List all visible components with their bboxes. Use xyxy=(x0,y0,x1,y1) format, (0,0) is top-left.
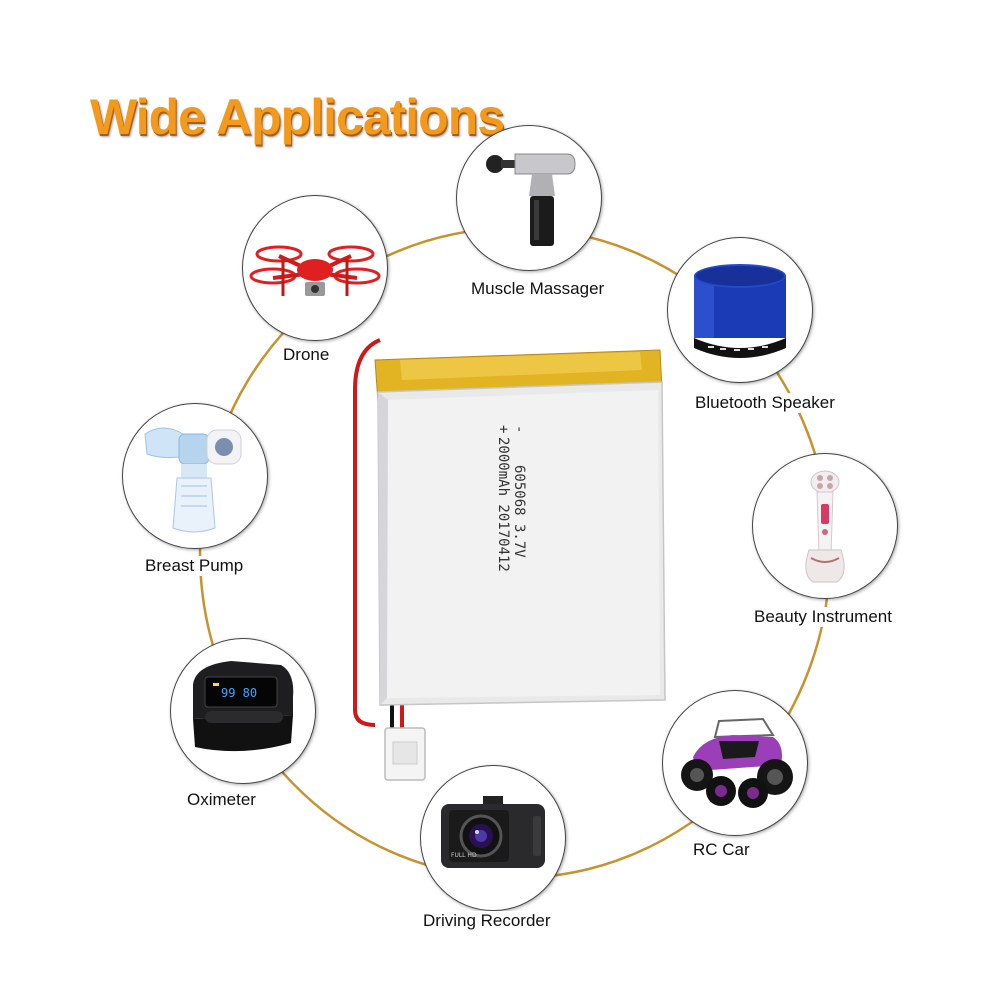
drone-label: Drone xyxy=(280,345,333,365)
rc-car-icon xyxy=(681,717,793,808)
beauty-instrument-label: Beauty Instrument xyxy=(751,607,895,627)
drone-circle xyxy=(242,195,388,341)
speaker-icon xyxy=(694,264,786,358)
lipo-battery: - 605068 3.7V + 2000mAh 20170412 xyxy=(353,338,666,781)
rc-car-circle xyxy=(662,690,808,836)
muscle-massager-circle xyxy=(456,125,602,271)
drone-icon xyxy=(249,245,381,296)
battery-model-text: 605068 3.7V xyxy=(511,465,527,558)
oximeter-label: Oximeter xyxy=(184,790,259,810)
dashcam-icon: FULL HD xyxy=(441,796,545,868)
battery-capacity-text: 2000mAh 20170412 xyxy=(495,437,511,572)
beauty-device-icon xyxy=(805,470,845,583)
bluetooth-speaker-circle xyxy=(667,237,813,383)
driving-recorder-circle: FULL HD xyxy=(420,765,566,911)
breast-pump-circle xyxy=(122,403,268,549)
breast-pump-label: Breast Pump xyxy=(142,556,247,576)
battery-minus-text: - xyxy=(511,425,527,433)
rc-car-label: RC Car xyxy=(690,840,753,860)
breast-pump-icon xyxy=(144,427,242,533)
bluetooth-speaker-label: Bluetooth Speaker xyxy=(692,393,838,413)
battery-plus-text: + xyxy=(495,425,511,433)
oximeter-reading: 99 80 xyxy=(221,686,257,700)
massage-gun-icon xyxy=(486,153,576,246)
dashcam-badge: FULL HD xyxy=(451,852,477,859)
driving-recorder-label: Driving Recorder xyxy=(420,911,554,931)
beauty-instrument-circle xyxy=(752,453,898,599)
page-title: Wide Applications xyxy=(90,89,505,145)
oximeter-circle: 99 80 xyxy=(170,638,316,784)
oximeter-icon: 99 80 xyxy=(193,661,294,752)
muscle-massager-label: Muscle Massager xyxy=(468,279,608,299)
